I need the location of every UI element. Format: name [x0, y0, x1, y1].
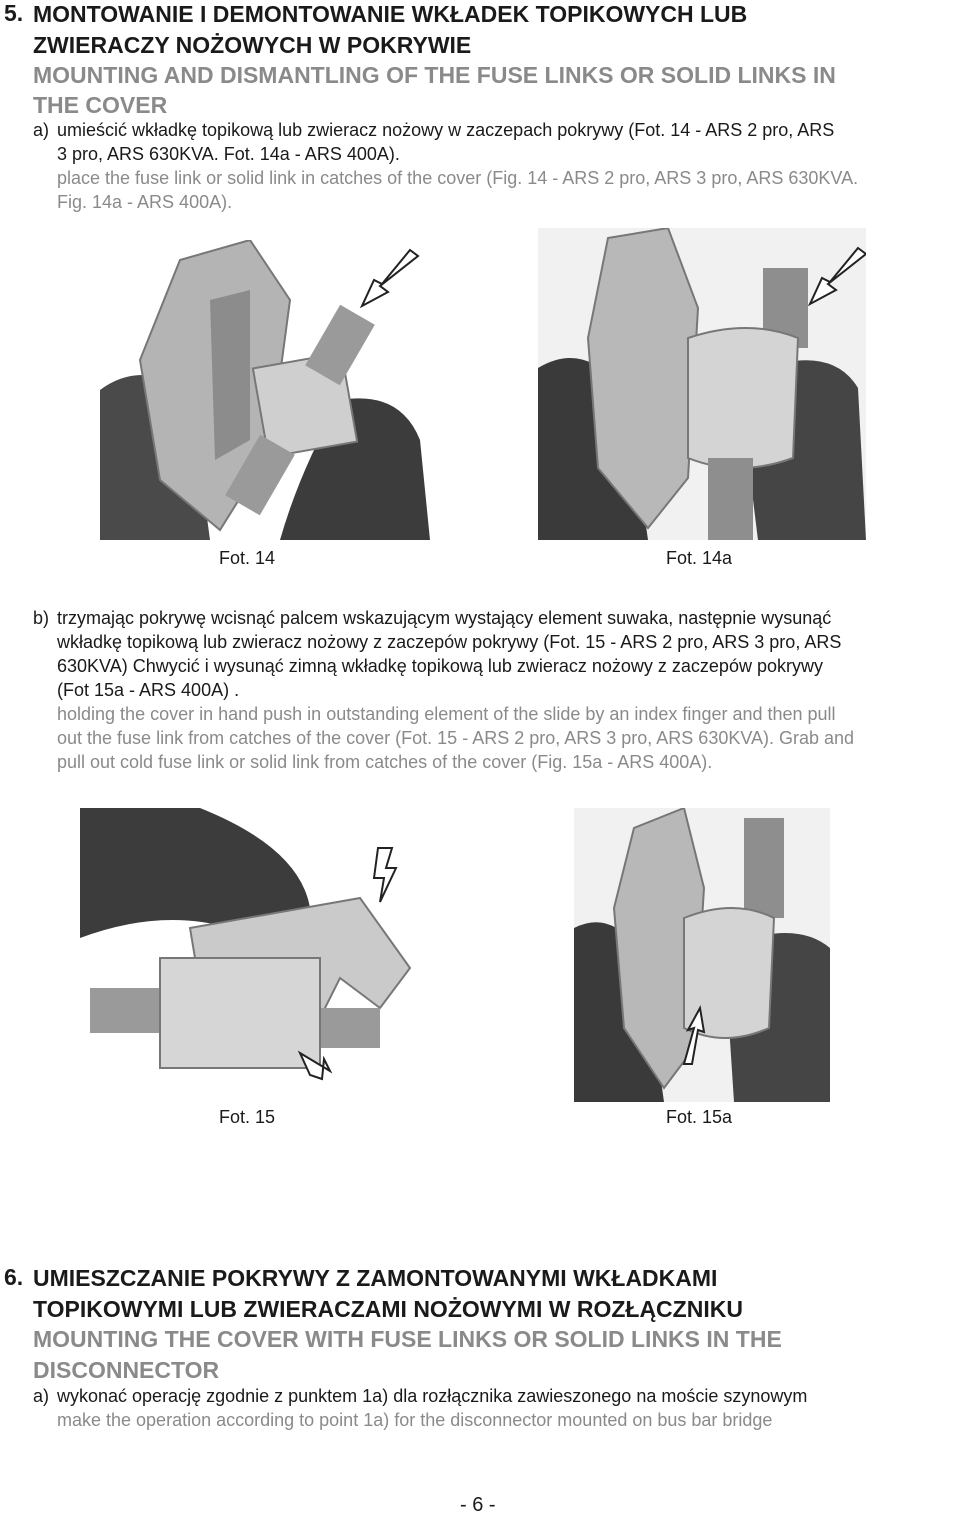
section-5-title-en-line2: THE COVER	[33, 92, 168, 118]
section-6-title-en-line2: DISCONNECTOR	[33, 1357, 220, 1383]
caption-fot-15a: Fot. 15a	[666, 1107, 733, 1127]
caption-fot-14a: Fot. 14a	[666, 548, 733, 568]
item-b-en-line1: holding the cover in hand push in outsta…	[57, 704, 836, 724]
item-b-en-line3: pull out cold fuse link or solid link fr…	[57, 752, 713, 772]
photo-fot-14	[100, 240, 430, 540]
caption-fot-14: Fot. 14	[219, 548, 276, 568]
section-6-title-pl-line1: UMIESZCZANIE POKRYWY Z ZAMONTOWANYMI WKŁ…	[33, 1265, 718, 1291]
item-b-pl-line4: (Fot 15a - ARS 400A) .	[57, 680, 240, 700]
page-number: - 6 -	[460, 1494, 496, 1516]
section-6-title-pl-line2: TOPIKOWYMI LUB ZWIERACZAMI NOŻOWYMI W RO…	[33, 1296, 743, 1322]
caption-fot-15: Fot. 15	[219, 1107, 276, 1127]
section-6-item-a-letter: a)	[33, 1386, 50, 1406]
section-6-item-a-pl-line1: wykonać operację zgodnie z punktem 1a) d…	[57, 1386, 808, 1406]
item-a-pl-line1: umieścić wkładkę topikową lub zwieracz n…	[57, 120, 835, 140]
section-5-title-pl-line1: MONTOWANIE I DEMONTOWANIE WKŁADEK TOPIKO…	[33, 1, 748, 27]
item-b-en-line2: out the fuse link from catches of the co…	[57, 728, 855, 748]
item-b-letter: b)	[33, 608, 50, 628]
item-a-letter: a)	[33, 120, 50, 140]
item-a-pl-line2: 3 pro, ARS 630KVA. Fot. 14a - ARS 400A).	[57, 144, 400, 164]
photo-fot-15	[80, 808, 440, 1100]
section-5-number: 5.	[4, 0, 24, 26]
photo-fot-14a	[538, 228, 866, 540]
photo-fot-15a	[574, 808, 830, 1102]
section-5-title-en-line1: MOUNTING AND DISMANTLING OF THE FUSE LIN…	[33, 62, 836, 88]
section-6-title-en-line1: MOUNTING THE COVER WITH FUSE LINKS OR SO…	[33, 1326, 782, 1352]
item-b-pl-line2: wkładkę topikową lub zwieracz nożowy z z…	[57, 632, 842, 652]
section-5-title-pl-line2: ZWIERACZY NOŻOWYCH W POKRYWIE	[33, 32, 472, 58]
item-b-pl-line1: trzymając pokrywę wcisnąć palcem wskazuj…	[57, 608, 832, 628]
section-6-item-a-en-line1: make the operation according to point 1a…	[57, 1410, 773, 1430]
section-6-number: 6.	[4, 1264, 24, 1290]
item-a-en-line2: Fig. 14a - ARS 400A).	[57, 192, 233, 212]
item-a-en-line1: place the fuse link or solid link in cat…	[57, 168, 859, 188]
item-b-pl-line3: 630KVA) Chwycić i wysunąć zimną wkładkę …	[57, 656, 823, 676]
